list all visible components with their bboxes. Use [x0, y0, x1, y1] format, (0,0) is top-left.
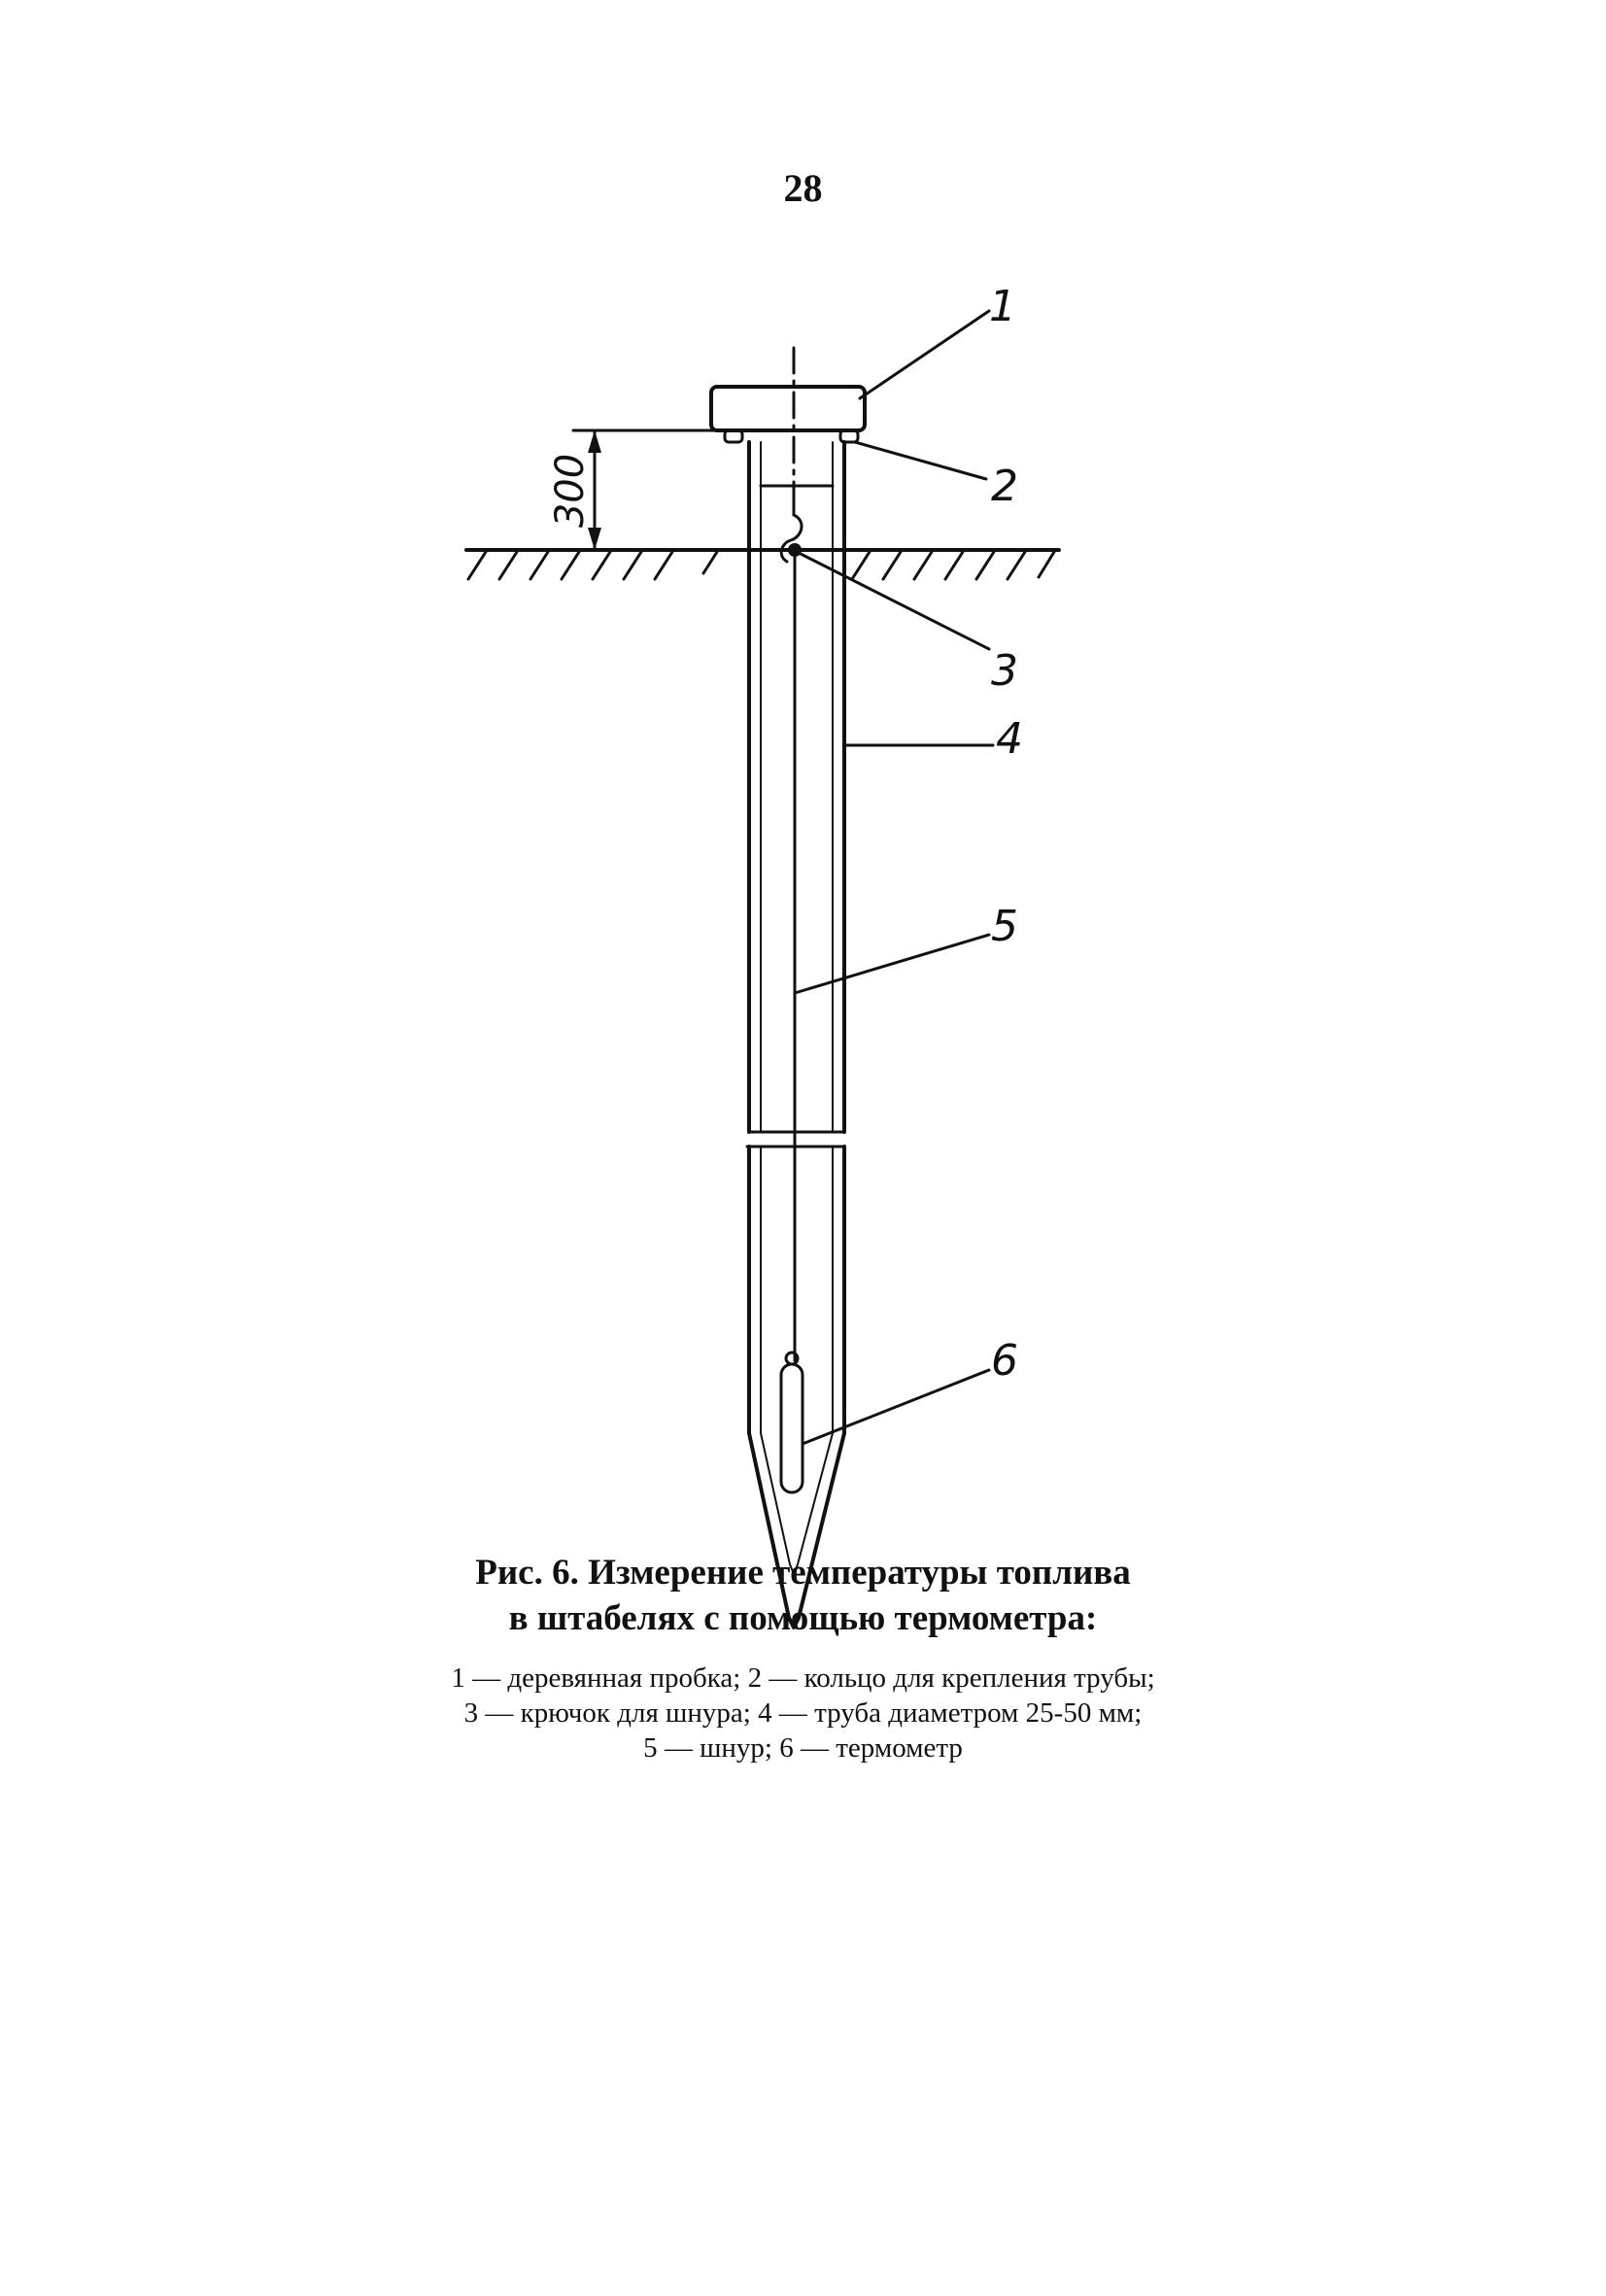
thermometer [779, 1351, 804, 1494]
thermometer-pipe-diagram: 300 1 2 3 4 5 6 [464, 282, 1061, 1629]
figure-caption: Рис. 6. Измерение температуры топлива в … [0, 1550, 1606, 1765]
fixing-ring [723, 428, 860, 444]
pipe-lower-section [745, 1145, 846, 1629]
caption-title-line: в штабелях с помощью термометра: [508, 1598, 1098, 1638]
leader-lines [793, 309, 995, 1446]
caption-legend: 1 — деревянная пробка; 2 — кольцо для кр… [0, 1661, 1606, 1765]
callout-4: 4 [996, 714, 1023, 764]
callout-6: 6 [991, 1336, 1018, 1386]
callout-3: 3 [991, 646, 1018, 696]
ground-surface [464, 548, 1061, 581]
callout-1: 1 [989, 282, 1016, 331]
pipe-upper-section [747, 440, 846, 1134]
dimension-label: 300 [548, 454, 593, 528]
callout-2: 2 [991, 462, 1018, 511]
page-number: 28 [783, 166, 823, 210]
callout-5: 5 [991, 902, 1018, 951]
caption-legend-line: 1 — деревянная пробка; 2 — кольцо для кр… [451, 1662, 1155, 1694]
caption-title-line: Рис. 6. Измерение температуры топлива [475, 1553, 1131, 1593]
caption-legend-line: 3 — крючок для шнура; 4 — труба диаметро… [463, 1697, 1143, 1729]
wooden-plug [709, 385, 867, 432]
caption-title: Рис. 6. Измерение температуры топлива в … [0, 1550, 1606, 1641]
dimension-300-line [571, 428, 721, 552]
caption-legend-line: 5 — шнур; 6 –– термометр [643, 1732, 963, 1764]
